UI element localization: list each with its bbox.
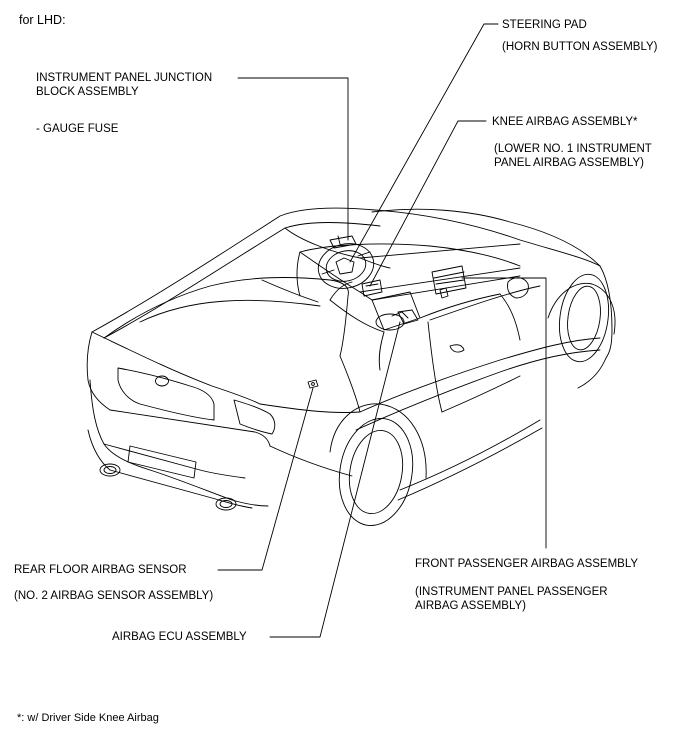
label-rear-floor-sensor: REAR FLOOR AIRBAG SENSOR (14, 564, 187, 576)
label-airbag-ecu: AIRBAG ECU ASSEMBLY (112, 631, 247, 643)
label-knee-airbag-sub2: PANEL AIRBAG ASSEMBLY) (494, 157, 644, 169)
label-front-passenger-airbag: FRONT PASSENGER AIRBAG ASSEMBLY (415, 558, 639, 570)
label-junction-block-line2: BLOCK ASSEMBLY (36, 86, 139, 98)
label-steering-pad-sub: (HORN BUTTON ASSEMBLY) (502, 41, 658, 53)
car-body-outline (86, 207, 616, 526)
leader-passenger-airbag (461, 277, 547, 549)
leader-rear-floor-sensor (217, 387, 314, 571)
footnote: *: w/ Driver Side Knee Airbag (17, 712, 159, 724)
label-steering-pad: STEERING PAD (502, 19, 587, 31)
leader-knee-airbag (369, 120, 487, 287)
leader-lines (217, 23, 547, 638)
header-text: for LHD: (19, 13, 66, 27)
label-knee-airbag: KNEE AIRBAG ASSEMBLY* (492, 116, 638, 128)
label-rear-floor-sensor-sub: (NO. 2 AIRBAG SENSOR ASSEMBLY) (14, 590, 214, 602)
interior-cutaway (261, 235, 521, 389)
label-front-passenger-sub1: (INSTRUMENT PANEL PASSENGER (415, 586, 608, 598)
leader-steering-pad (349, 23, 499, 263)
label-gauge-fuse: - GAUGE FUSE (36, 123, 119, 135)
leader-airbag-ecu (269, 321, 401, 638)
label-junction-block-line1: INSTRUMENT PANEL JUNCTION (36, 72, 213, 84)
label-front-passenger-sub2: AIRBAG ASSEMBLY) (415, 600, 526, 612)
leader-junction-block (237, 77, 349, 241)
label-knee-airbag-sub1: (LOWER NO. 1 INSTRUMENT (494, 143, 652, 155)
